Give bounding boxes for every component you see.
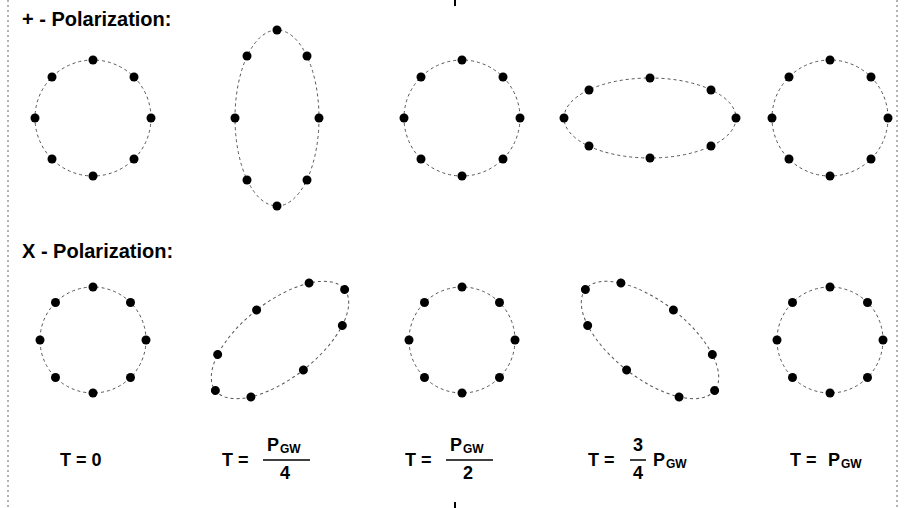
particle-ring [405, 283, 520, 398]
particle-ring [556, 253, 745, 426]
row-heading: + - Polarization: [22, 8, 171, 31]
time-label: T = [222, 450, 249, 471]
time-label: T = [790, 450, 817, 471]
frame-line [897, 0, 898, 508]
frame-tick [454, 502, 456, 508]
particle-ring [231, 26, 324, 211]
particle-ring [186, 253, 375, 426]
period-subscript: GW [280, 443, 301, 457]
fraction-denominator: 4 [633, 463, 643, 484]
period-symbol: P [450, 435, 462, 456]
particle-ring [400, 56, 525, 181]
period-subscript: GW [463, 443, 484, 457]
particle-ring [773, 283, 888, 398]
time-label: T = [588, 450, 615, 471]
period-symbol: P [653, 450, 665, 471]
fraction-bar [446, 459, 493, 461]
frame-tick [454, 0, 456, 6]
time-label: T = 0 [60, 450, 102, 471]
particle-ring [560, 74, 741, 163]
period-symbol: P [267, 435, 279, 456]
period-subscript: GW [841, 458, 862, 472]
frame-line [8, 0, 9, 508]
fraction-numerator: 3 [633, 435, 643, 456]
row-heading: X - Polarization: [22, 240, 173, 263]
fraction-bar [630, 459, 646, 461]
fraction-denominator: 4 [280, 463, 290, 484]
time-label: T = [405, 450, 432, 471]
period-symbol: P [828, 450, 840, 471]
period-subscript: GW [666, 458, 687, 472]
particle-ring [36, 283, 151, 398]
particle-ring [31, 56, 156, 181]
fraction-bar [263, 459, 310, 461]
particle-ring [768, 56, 893, 181]
fraction-denominator: 2 [463, 463, 473, 484]
